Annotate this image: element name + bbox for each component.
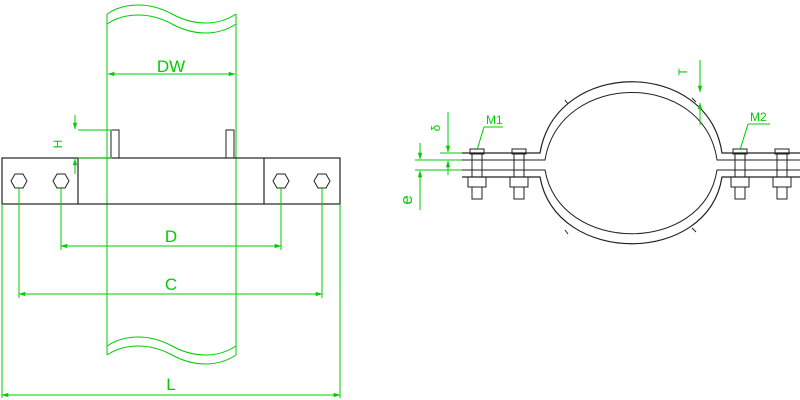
bolt-group-m2 (730, 148, 792, 200)
dim-c-label: C (165, 275, 177, 294)
band-marks (564, 97, 697, 235)
clamp-body (1, 157, 341, 205)
dim-delta-label: δ (429, 124, 443, 131)
m2-label: M2 (750, 110, 767, 124)
dim-t-label: T (676, 68, 690, 76)
leader-m2 (739, 123, 770, 151)
hex-bolt-icon (272, 173, 290, 189)
clamp-band-upper-inner (462, 92, 800, 161)
dim-e (415, 143, 462, 210)
dim-delta (440, 112, 462, 175)
dim-e-label: e (397, 195, 416, 204)
hex-bolt-icon (10, 173, 28, 189)
hex-bolt-icon (313, 173, 331, 189)
clamp-band-lower (462, 176, 800, 245)
bolt-group-m1 (467, 148, 529, 200)
front-view: DW H D C L (1, 4, 341, 398)
dim-h (72, 115, 112, 174)
dim-dw-label: DW (157, 57, 185, 76)
clamp-band-upper (462, 81, 800, 154)
dim-h-label: H (51, 140, 65, 149)
m1-label: M1 (486, 113, 503, 127)
leader-m1 (476, 126, 503, 151)
extension-lines (1, 188, 341, 398)
clamp-band-lower-inner (462, 169, 800, 235)
dim-d-label: D (165, 227, 177, 246)
lug-left (110, 129, 120, 159)
side-view: δ e M1 M2 T (397, 60, 800, 245)
pipe-outline (106, 4, 237, 365)
lug-right (225, 129, 235, 159)
dim-l-label: L (166, 375, 175, 394)
hex-bolt-icon (52, 173, 70, 189)
